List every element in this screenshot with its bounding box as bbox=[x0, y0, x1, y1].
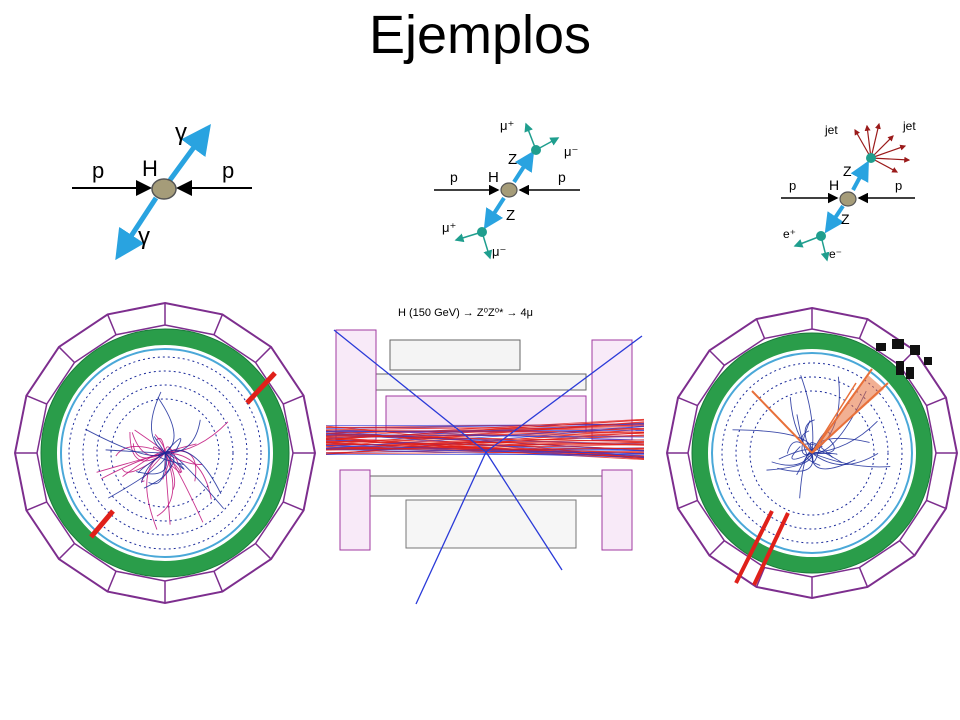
upper-z-label: Z bbox=[508, 151, 517, 168]
jet-spray-lines bbox=[854, 122, 911, 173]
higgs-vertex bbox=[500, 182, 518, 198]
lower-photon-label: γ bbox=[138, 223, 150, 250]
muon-chambers-lower bbox=[339, 469, 633, 551]
higgs-vertex bbox=[839, 191, 857, 207]
photon-deposit-lower bbox=[89, 509, 115, 539]
lower-decay-node bbox=[477, 227, 487, 237]
muon-tracks bbox=[333, 329, 643, 605]
right-beam-label: p bbox=[222, 158, 234, 183]
upper-z-label: Z bbox=[843, 163, 852, 179]
z-boson-down-arrow bbox=[824, 204, 845, 234]
lower-muon-minus-label: μ⁻ bbox=[492, 244, 506, 259]
event-display-side-view: H (150 GeV) → Z⁰Z⁰* → 4μ bbox=[326, 307, 644, 605]
charged-tracks bbox=[85, 391, 229, 530]
photon-deposit-upper bbox=[245, 371, 277, 405]
z-boson-up-arrow bbox=[850, 160, 869, 191]
jet-towers bbox=[876, 339, 932, 379]
green-calorimeter-band bbox=[692, 333, 932, 573]
feynman-diagram-h-gamma-gamma: p p H γ γ bbox=[72, 119, 252, 261]
left-beam-label: p bbox=[789, 178, 796, 193]
z-boson-down-arrow bbox=[483, 196, 506, 230]
calorimeter-ring bbox=[13, 301, 317, 605]
upper-decay-node bbox=[531, 145, 541, 155]
vertex-label: H bbox=[142, 156, 158, 181]
feynman-diagram-h-zz-jets-electrons: p p H Z Z jet jet e⁺ e⁻ bbox=[781, 119, 916, 262]
lower-z-label: Z bbox=[841, 211, 850, 227]
jet-right-label: jet bbox=[902, 119, 916, 133]
event-display-jets-electrons bbox=[665, 306, 959, 600]
photon-up-arrow bbox=[167, 123, 211, 182]
electron-deposit-2 bbox=[752, 512, 790, 586]
electron-label: e⁻ bbox=[829, 247, 842, 261]
upper-muon-minus-label: μ⁻ bbox=[564, 144, 578, 159]
z-boson-up-arrow bbox=[512, 150, 535, 184]
positron-label: e⁺ bbox=[783, 227, 796, 241]
electron-deposit-1 bbox=[734, 510, 774, 584]
vertex-label: H bbox=[488, 169, 499, 186]
beam-track-spray bbox=[326, 418, 644, 461]
event-caption: H (150 GeV) → Z⁰Z⁰* → 4μ bbox=[398, 307, 533, 319]
upper-photon-label: γ bbox=[175, 119, 187, 146]
right-beam-label: p bbox=[558, 169, 566, 185]
jet-cone bbox=[751, 368, 889, 454]
right-beam-label: p bbox=[895, 178, 902, 193]
page-title: Ejemplos bbox=[368, 5, 592, 65]
event-display-diphoton bbox=[13, 301, 317, 605]
lower-decay-node bbox=[816, 231, 826, 241]
photon-down-arrow bbox=[115, 196, 159, 261]
upper-decay-node bbox=[866, 153, 876, 163]
lower-muon-plus-label: μ⁺ bbox=[442, 220, 456, 235]
left-beam-label: p bbox=[450, 169, 458, 185]
vertex-label: H bbox=[829, 177, 839, 193]
left-beam-label: p bbox=[92, 158, 104, 183]
jet-left-label: jet bbox=[824, 123, 838, 137]
green-calorimeter-band bbox=[41, 329, 289, 577]
lower-z-label: Z bbox=[506, 207, 515, 224]
feynman-diagram-h-zz-4mu: p p H Z Z μ⁺ μ⁻ μ⁺ μ⁻ bbox=[434, 118, 580, 260]
upper-muon-plus-label: μ⁺ bbox=[500, 118, 514, 133]
higgs-vertex bbox=[151, 178, 177, 200]
